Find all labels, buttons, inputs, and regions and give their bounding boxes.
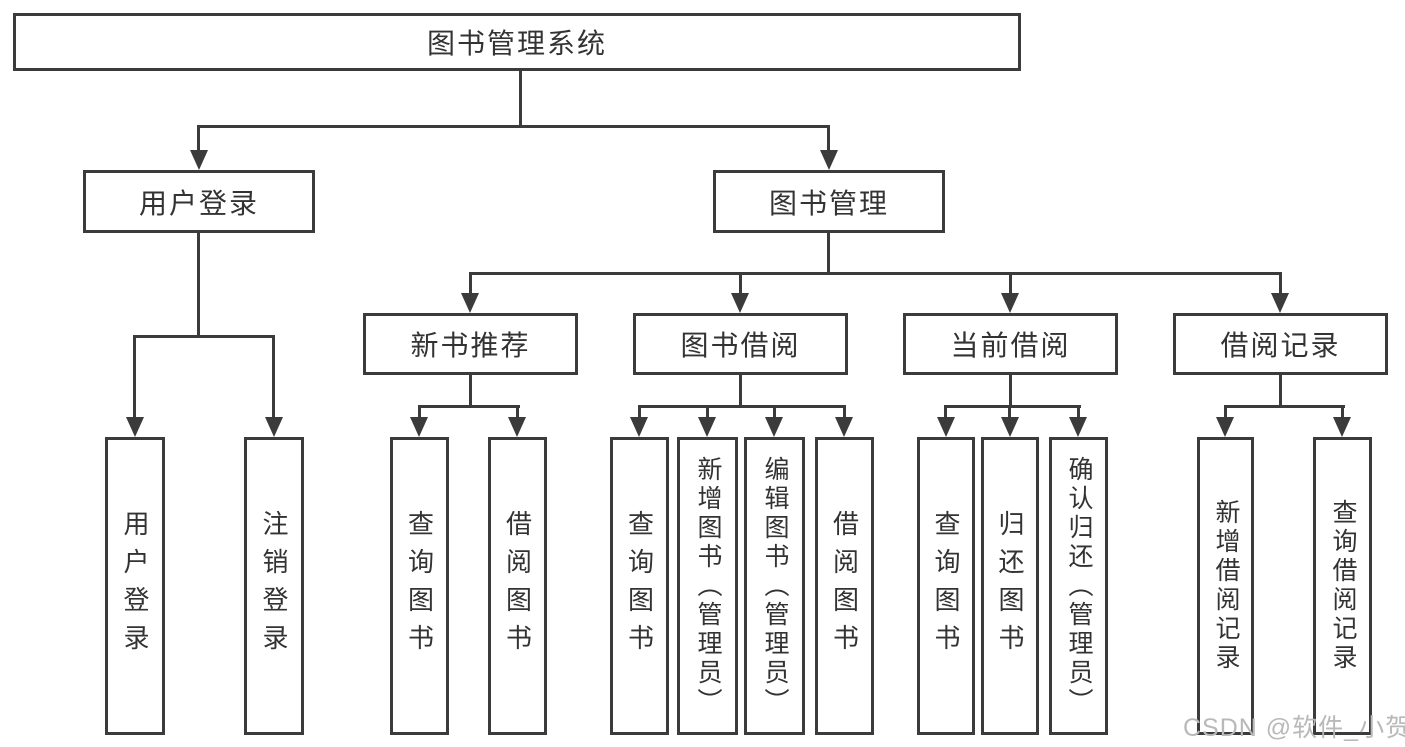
node-new-book-recommend: 新书推荐 — [363, 313, 578, 375]
connector-line — [827, 125, 830, 155]
node-library-system: 图书管理系统 — [13, 13, 1021, 71]
connector-line — [197, 233, 200, 338]
connector-line — [944, 405, 947, 421]
arrow-down-icon — [630, 417, 648, 437]
connector-line — [1009, 373, 1012, 408]
arrow-down-icon — [508, 417, 526, 437]
leaf-add-book-admin: 新增图书（管理员） — [677, 437, 738, 735]
connector-line — [1279, 272, 1282, 298]
connector-line — [197, 125, 200, 155]
leaf-add-borrow-record: 新增借阅记录 — [1197, 437, 1254, 735]
arrow-down-icon — [461, 293, 479, 313]
arrow-down-icon — [190, 150, 208, 170]
arrow-down-icon — [1333, 417, 1351, 437]
leaf-query-borrow-record: 查询借阅记录 — [1313, 437, 1372, 735]
leaf-query-books-recommend: 查询图书 — [390, 437, 449, 735]
connector-line — [1279, 373, 1282, 408]
connector-line — [469, 272, 1282, 275]
arrow-down-icon — [835, 417, 853, 437]
node-borrowing-records: 借阅记录 — [1173, 313, 1388, 375]
connector-line — [516, 405, 519, 421]
connector-line — [1077, 405, 1080, 421]
arrow-down-icon — [1001, 417, 1019, 437]
arrow-down-icon — [698, 417, 716, 437]
connector-line — [944, 405, 1081, 408]
leaf-confirm-return-admin: 确认归还（管理员） — [1049, 437, 1108, 735]
connector-line — [638, 405, 641, 421]
connector-line — [773, 405, 776, 421]
leaf-borrow-books-borrowing: 借阅图书 — [815, 437, 874, 735]
connector-line — [1341, 405, 1344, 421]
arrow-down-icon — [1216, 417, 1234, 437]
connector-line — [469, 373, 472, 408]
connector-line — [1008, 405, 1011, 421]
connector-line — [197, 125, 830, 128]
node-user-login: 用户登录 — [83, 170, 315, 233]
arrow-down-icon — [1001, 293, 1019, 313]
connector-line — [1224, 405, 1227, 421]
connector-line — [133, 335, 275, 338]
connector-line — [133, 335, 136, 421]
connector-line — [519, 70, 522, 128]
csdn-watermark: CSDN @软件_小贺同学 — [1183, 714, 1405, 742]
connector-line — [272, 335, 275, 421]
leaf-return-books: 归还图书 — [981, 437, 1039, 735]
connector-line — [469, 272, 472, 298]
arrow-down-icon — [820, 150, 838, 170]
node-current-borrowing: 当前借阅 — [903, 313, 1118, 375]
leaf-query-books-current: 查询图书 — [917, 437, 975, 735]
connector-line — [739, 373, 742, 408]
arrow-down-icon — [1271, 293, 1289, 313]
leaf-logout: 注销登录 — [244, 437, 304, 735]
arrow-down-icon — [1069, 417, 1087, 437]
arrow-down-icon — [410, 417, 428, 437]
connector-line — [827, 233, 830, 275]
leaf-borrow-books-recommend: 借阅图书 — [488, 437, 547, 735]
arrow-down-icon — [126, 417, 144, 437]
connector-line — [638, 405, 846, 408]
node-book-borrowing: 图书借阅 — [633, 313, 848, 375]
leaf-query-books-borrowing: 查询图书 — [610, 437, 669, 735]
connector-line — [706, 405, 709, 421]
leaf-edit-book-admin: 编辑图书（管理员） — [744, 437, 805, 735]
connector-line — [843, 405, 846, 421]
connector-line — [1224, 405, 1345, 408]
connector-line — [1009, 272, 1012, 298]
arrow-down-icon — [765, 417, 783, 437]
node-book-management: 图书管理 — [713, 170, 945, 233]
connector-line — [418, 405, 421, 421]
arrow-down-icon — [937, 417, 955, 437]
connector-line — [418, 405, 520, 408]
connector-line — [739, 272, 742, 298]
arrow-down-icon — [731, 293, 749, 313]
arrow-down-icon — [265, 417, 283, 437]
leaf-user-login: 用户登录 — [105, 437, 165, 735]
